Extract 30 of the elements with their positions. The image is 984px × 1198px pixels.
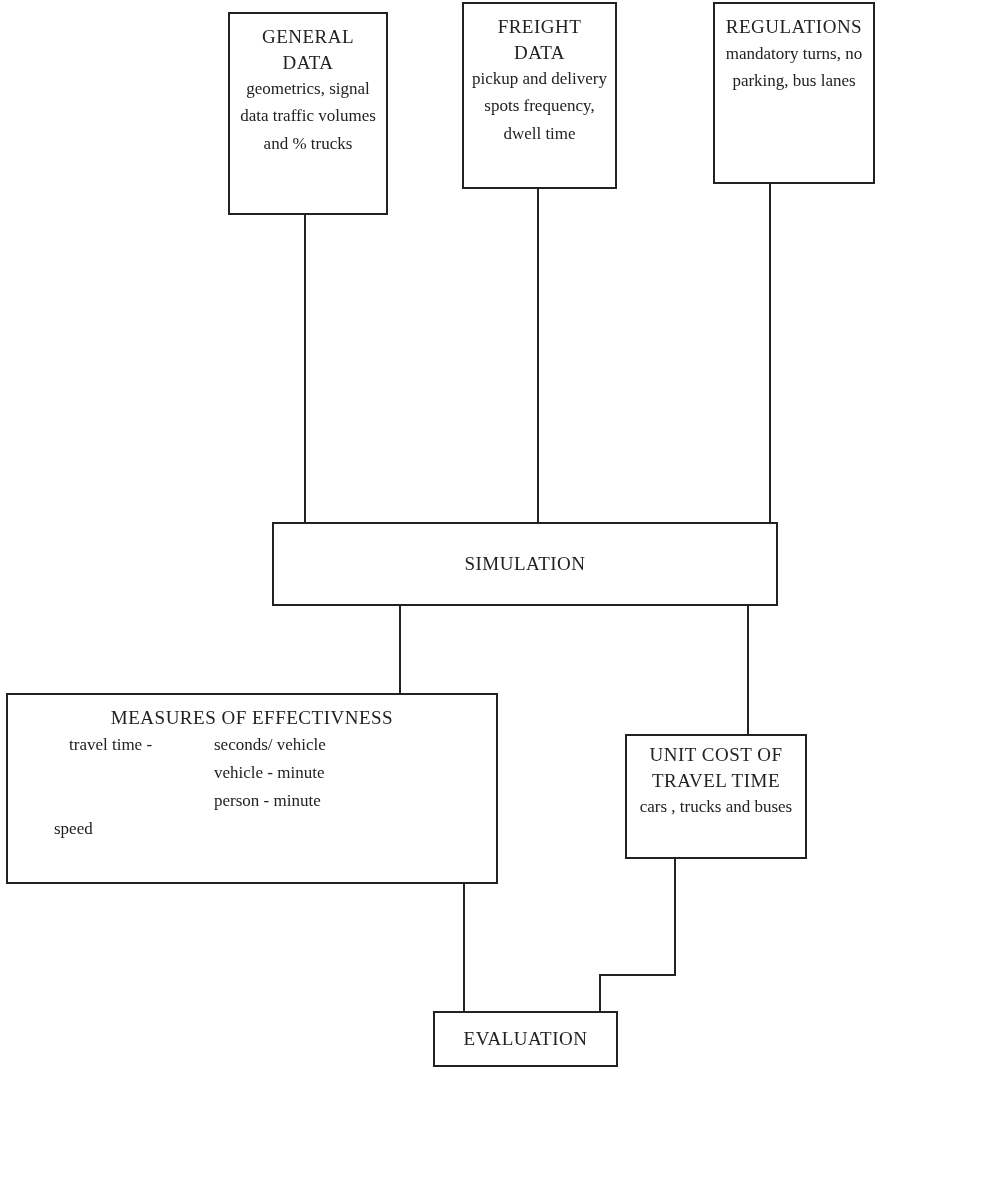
box-text: speed bbox=[53, 817, 94, 840]
box-text: mandatory turns, no parking, bus lanes bbox=[724, 42, 864, 92]
connector-line bbox=[769, 183, 771, 523]
box-text: pickup and delivery spots frequency, dwell time bbox=[471, 68, 608, 145]
box-text: person - minute bbox=[214, 789, 322, 812]
box-heading: GENERAL DATA bbox=[260, 25, 356, 75]
box-text: travel time - bbox=[68, 733, 154, 756]
box-heading: EVALUATION bbox=[463, 1027, 588, 1052]
box-text: cars , trucks and buses bbox=[639, 796, 793, 819]
box-heading: REGULATIONS bbox=[725, 15, 863, 39]
box-heading: MEASURES OF EFFECTIVNESS bbox=[110, 706, 394, 730]
process-box bbox=[713, 2, 875, 184]
connector-line bbox=[463, 883, 465, 1012]
process-box bbox=[433, 1011, 618, 1067]
process-box bbox=[6, 693, 498, 884]
box-heading: SIMULATION bbox=[464, 552, 586, 577]
connector-line bbox=[537, 188, 539, 523]
process-box bbox=[625, 734, 807, 859]
connector-line bbox=[599, 858, 676, 1012]
box-heading: FREIGHT DATA bbox=[496, 15, 583, 65]
connector-line bbox=[304, 214, 306, 523]
box-text: seconds/ vehicle bbox=[214, 733, 327, 756]
connector-line bbox=[399, 605, 401, 694]
box-text: geometrics, signal data traffic volumes and % trucks bbox=[239, 78, 377, 155]
process-box bbox=[272, 522, 778, 606]
process-box bbox=[462, 2, 617, 189]
box-heading: UNIT COST OF TRAVEL TIME bbox=[648, 743, 784, 793]
process-box bbox=[228, 12, 388, 215]
connector-line bbox=[747, 605, 749, 735]
box-text: vehicle - minute bbox=[214, 761, 326, 784]
